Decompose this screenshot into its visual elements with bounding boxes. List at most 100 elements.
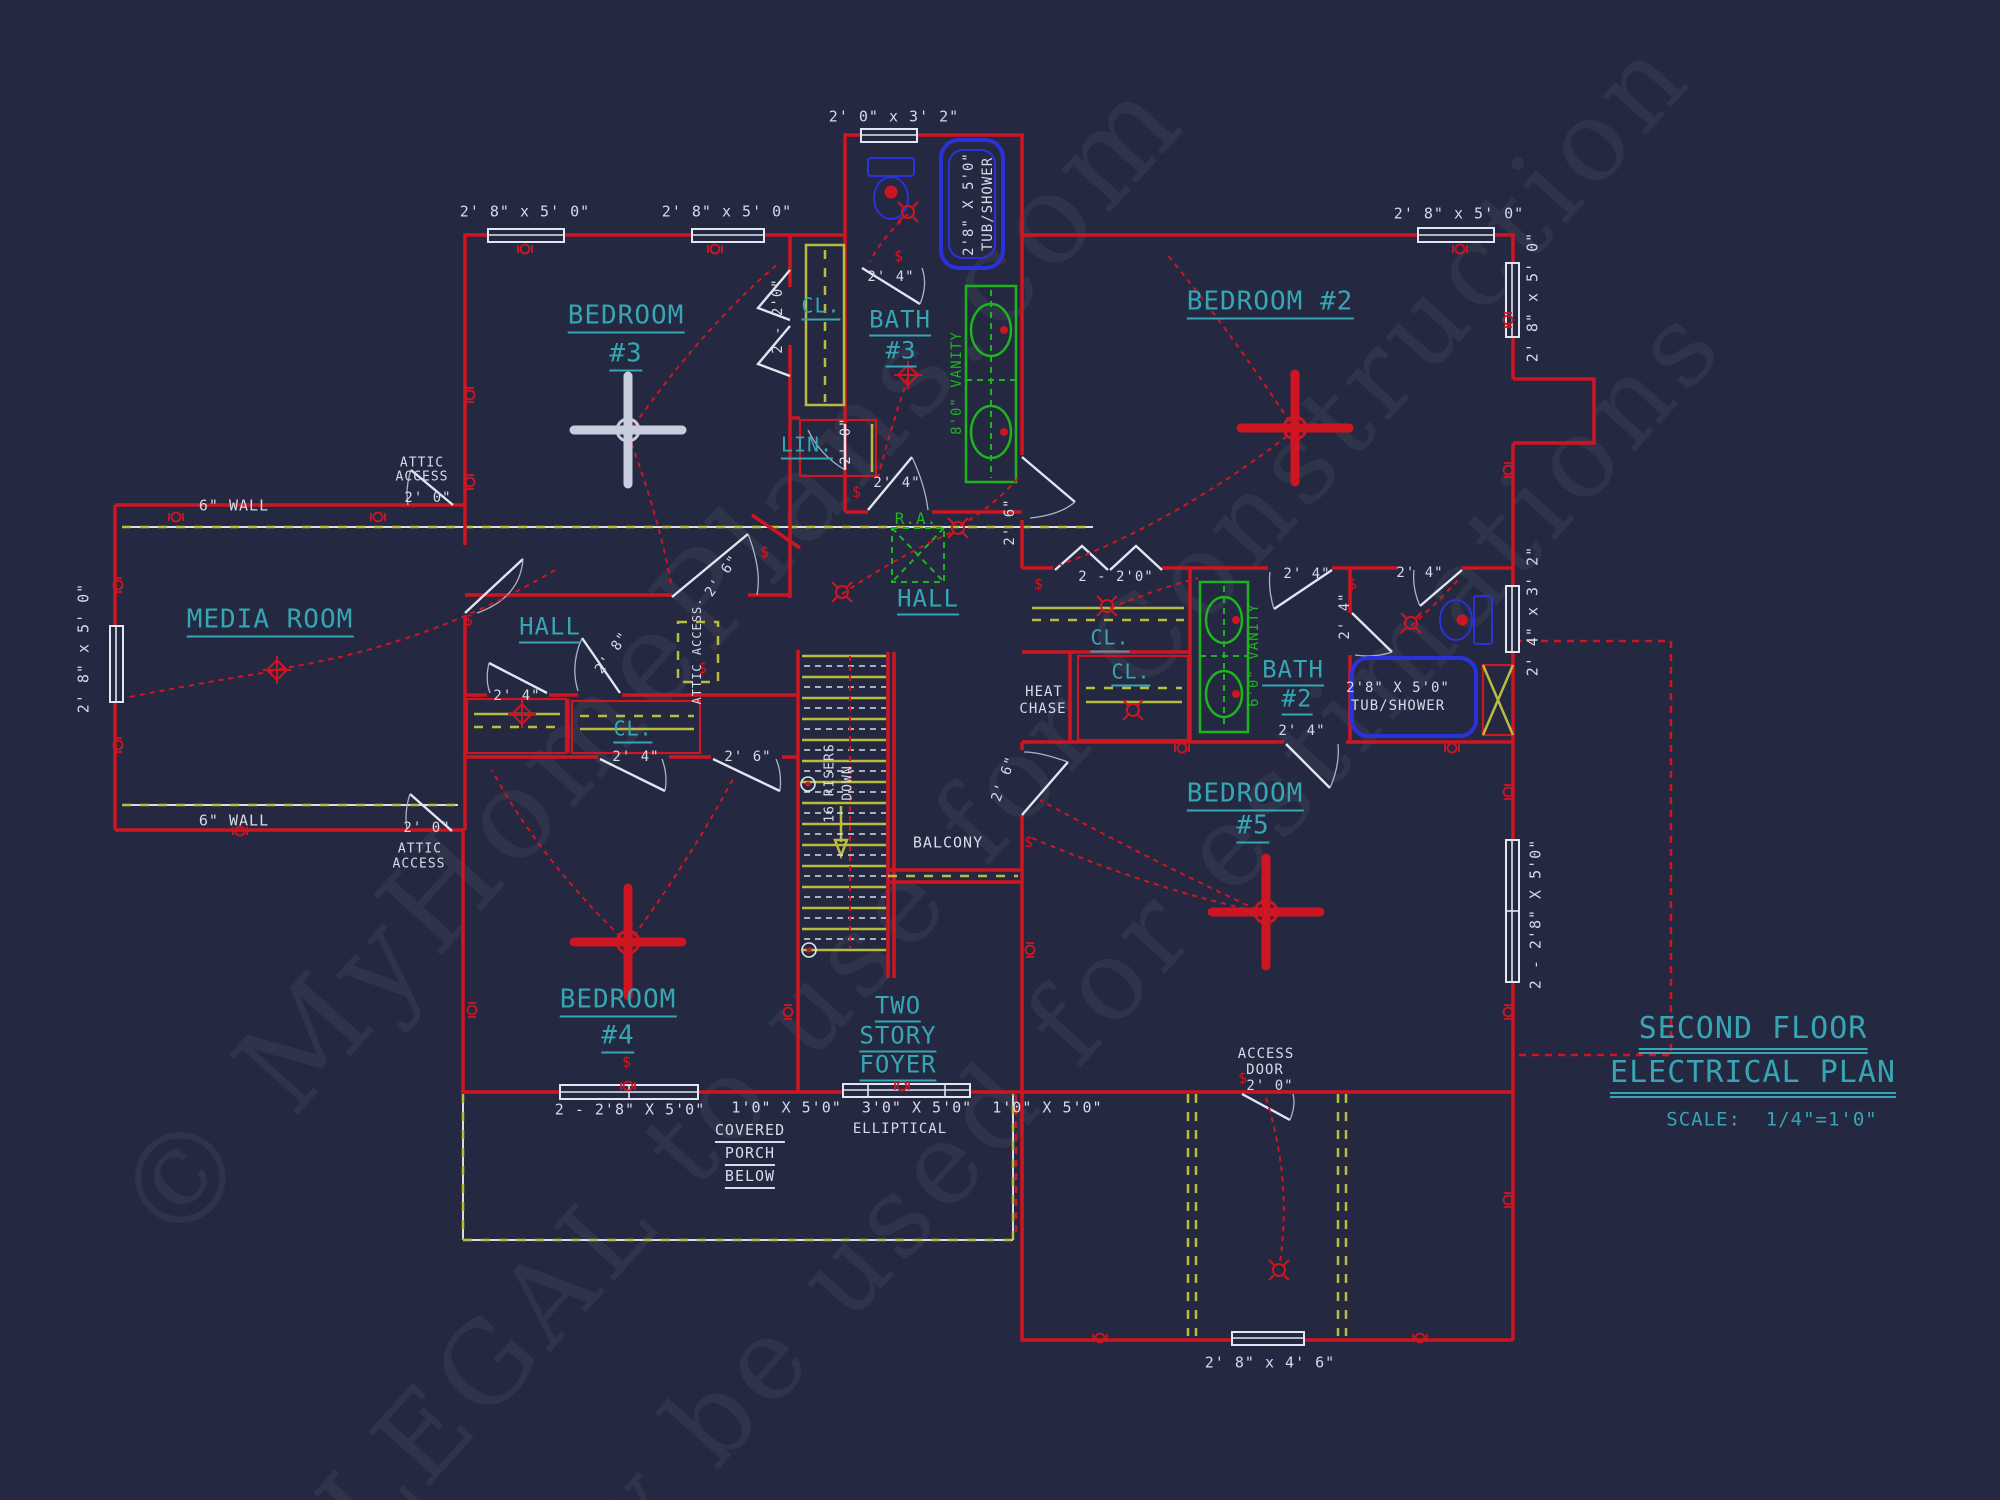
attic-access-note: ATTIC — [399, 455, 445, 471]
attic-access-box — [676, 620, 720, 684]
svg-text:$: $ — [894, 247, 903, 265]
balcony-note: BALCONY — [912, 833, 984, 852]
porch-note: COVERED — [714, 1123, 786, 1143]
window — [1505, 585, 1520, 653]
window-dim: 2' 8" x 5' 0" — [459, 202, 591, 221]
tub-note: 2'8" X 5'0" — [961, 152, 977, 256]
window — [691, 228, 765, 243]
attic-access-note: ACCESS — [395, 469, 449, 485]
window-dim: 1'0" X 5'0" 3'0" X 5'0" 1'0" X 5'0" — [731, 1098, 1103, 1117]
roof-line — [1014, 639, 1673, 1238]
room-label-bedroom3-number: #3 — [609, 341, 643, 372]
stairs — [800, 654, 886, 958]
ceiling-fan-icon — [574, 376, 682, 484]
return-air-box — [891, 527, 945, 583]
door-dim: 2' 4" — [1283, 566, 1331, 582]
svg-text:$: $ — [760, 543, 769, 561]
tub-bath2 — [1350, 656, 1478, 738]
title-line2: ELECTRICAL PLAN — [1610, 1058, 1896, 1098]
room-label-bath2-number: #2 — [1281, 687, 1313, 716]
vanity-label: 6'0" VANITY — [1246, 603, 1262, 707]
closet-bedroom3 — [804, 243, 846, 407]
door-dim: 2' 6" — [724, 749, 772, 765]
tub-note: TUB/SHOWER — [1350, 698, 1446, 714]
svg-text:$: $ — [464, 611, 473, 629]
closet-bedroom4-left — [465, 697, 568, 755]
window-note: ELLIPTICAL — [852, 1121, 948, 1137]
door-dim: 2' 4" — [612, 749, 660, 765]
newel-post — [801, 942, 817, 958]
room-label-media-room: MEDIA ROOM — [186, 607, 354, 638]
room-label-bath3: BATH — [869, 308, 931, 337]
door-dim: 2' 6" — [1002, 498, 1018, 546]
window — [1231, 1331, 1305, 1346]
light-icon — [1122, 699, 1144, 721]
switch-icons: $$ $$ $$ $$ $$ — [464, 247, 1357, 1087]
room-label-bedroom5-number: #5 — [1236, 813, 1270, 844]
svg-text:$: $ — [1034, 575, 1043, 593]
wall-note: 6" WALL — [198, 496, 270, 515]
light-icon — [1400, 612, 1422, 634]
access-door-note: ACCESS — [1237, 1046, 1295, 1062]
window-dim: 2' 8" x 5' 0" — [661, 202, 793, 221]
chase-box — [1481, 663, 1515, 737]
stair-rail — [886, 652, 1022, 978]
closet-label: CL. — [613, 719, 653, 744]
closet-label: CL. — [1090, 628, 1130, 653]
window — [1417, 227, 1495, 243]
vanity-bath3 — [964, 284, 1018, 484]
door-dim: 2' 4" — [1278, 723, 1326, 739]
room-label-bath2: BATH — [1262, 658, 1324, 687]
return-air-label: R.A. — [894, 509, 938, 528]
svg-text:$: $ — [1348, 575, 1357, 593]
door-dim: 2' 4" — [873, 475, 921, 491]
window-dim: 2' 8" x 5' 0" — [1393, 204, 1525, 223]
room-label-bedroom4-number: #4 — [601, 1023, 635, 1054]
room-label-hall-east: HALL — [897, 587, 959, 616]
toilet-bath3 — [867, 157, 915, 177]
light-icon — [831, 581, 853, 603]
room-label-foyer: FOYER — [859, 1053, 937, 1082]
vanity-bath2 — [1198, 580, 1250, 734]
svg-text:$: $ — [698, 659, 707, 677]
light-icon — [1268, 1259, 1290, 1281]
access-door-note: 2' 0" — [1246, 1078, 1294, 1094]
wall-note: 6" WALL — [198, 811, 270, 830]
svg-text:$: $ — [1238, 1069, 1247, 1087]
access-door-note: DOOR — [1246, 1062, 1284, 1078]
light-icon — [507, 699, 537, 729]
window — [1505, 262, 1520, 338]
porch-note: PORCH — [724, 1146, 776, 1166]
room-label-hall-west: HALL — [519, 615, 581, 644]
closet-bath2 — [1076, 654, 1190, 742]
window-elliptical — [842, 1083, 971, 1098]
tub-note: 2'8" X 5'0" — [1346, 680, 1450, 696]
door-dim: 2' 4" — [1396, 565, 1444, 581]
door-dim: 2' 4" — [493, 688, 541, 704]
closet-label: CL. — [801, 296, 841, 321]
toilet-bath2 — [1473, 595, 1493, 645]
light-icon — [897, 201, 919, 223]
fixtures — [867, 138, 1493, 738]
linen-closet-label: LIN. — [780, 435, 834, 460]
room-label-bedroom3: BEDROOM — [567, 303, 685, 334]
closet-bedroom4-right — [570, 699, 702, 755]
svg-text:$: $ — [852, 483, 861, 501]
attic-access-note: ATTIC ACCESS. — [690, 597, 704, 705]
ceiling-fan-icon — [1212, 858, 1320, 966]
door-dim: 2' 4" — [1337, 592, 1353, 640]
title-line1: SECOND FLOOR — [1638, 1014, 1868, 1054]
window-dim: 2' 0" x 3' 2" — [828, 107, 960, 126]
room-label-bath3-number: #3 — [885, 339, 917, 368]
room-label-foyer: STORY — [859, 1024, 937, 1053]
window — [1505, 839, 1520, 983]
heat-chase-note: HEAT — [1025, 684, 1063, 700]
window-dim: 2' 8" x 4' 6" — [1204, 1353, 1336, 1372]
linen-closet — [798, 418, 878, 478]
electrical: $$ $$ $$ $$ $$ — [112, 201, 1514, 1344]
tub-bath3 — [939, 138, 1005, 270]
window-dim: 2' 8" x 5' 0" — [74, 582, 93, 714]
window-dim: 2 - 2'8" X 5'0" — [554, 1100, 706, 1119]
